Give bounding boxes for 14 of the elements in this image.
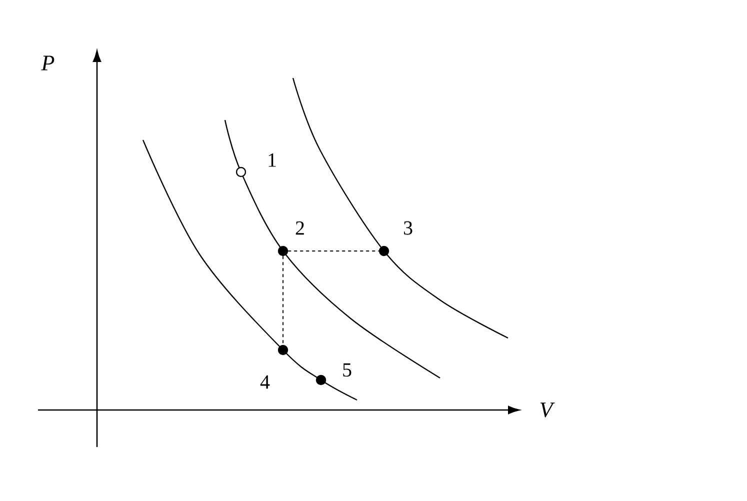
state-point <box>236 166 246 178</box>
dashed-line <box>282 256 284 346</box>
point-label: 1 <box>268 153 276 167</box>
state-point <box>278 344 288 356</box>
state-point <box>378 246 390 256</box>
dashed-line <box>288 250 380 252</box>
point-label: 4 <box>260 375 270 389</box>
point-label: 2 <box>296 221 304 235</box>
state-point <box>316 374 326 386</box>
axis-label: P <box>41 56 54 70</box>
axis-label: V <box>540 402 555 418</box>
point-label: 3 <box>404 221 412 235</box>
point-label: 5 <box>343 363 352 377</box>
state-point <box>278 246 288 256</box>
